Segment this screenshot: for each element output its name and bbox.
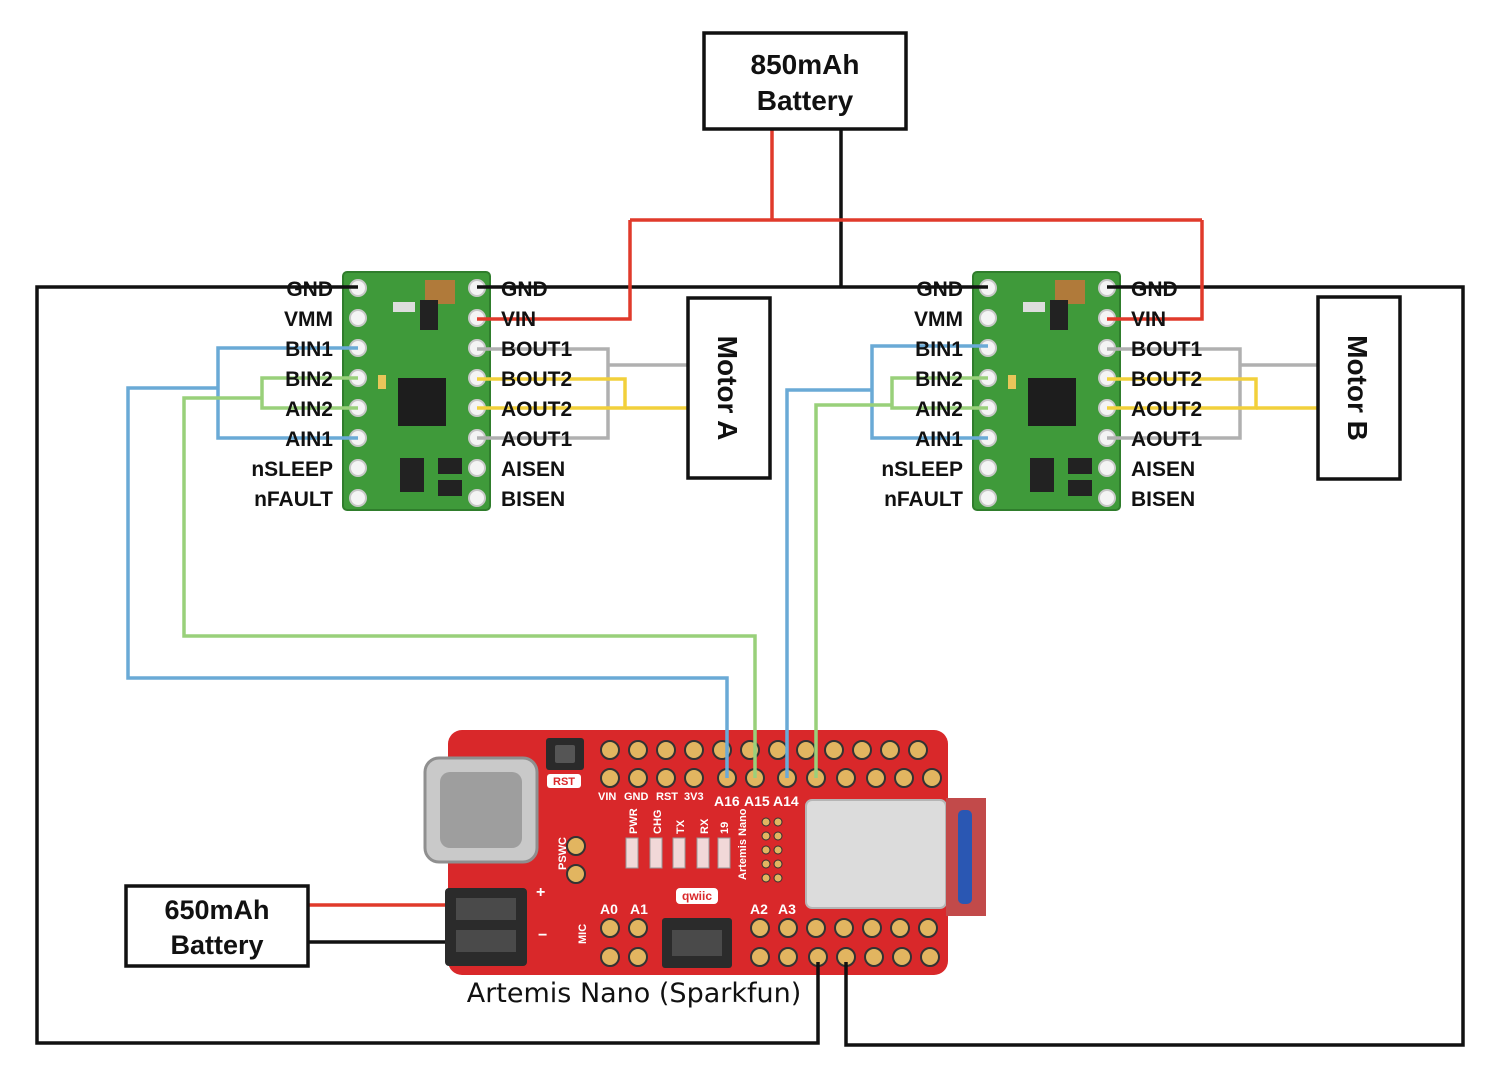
driver-b-pin-vmm: VMM <box>914 308 963 331</box>
battery-850-box: 850mAh Battery <box>702 31 908 131</box>
silk-a2: A2 <box>750 901 768 917</box>
driver-b-pin-bisen: BISEN <box>1131 488 1195 511</box>
ble-module <box>805 799 947 909</box>
driver-b-pin-aout1: AOUT1 <box>1131 428 1202 451</box>
driver-a-pin-nsleep: nSLEEP <box>251 458 333 481</box>
motor-b-label: Motor B <box>1342 335 1373 441</box>
artemis-caption: Artemis Nano (Sparkfun) <box>467 978 802 1009</box>
silk-board-name: Artemis Nano <box>737 808 749 880</box>
motor-wires-yellow <box>477 377 1318 410</box>
silk-a15: A15 <box>744 793 770 809</box>
battery-850-label: Battery <box>757 85 854 116</box>
driver-b-pin-aout2: AOUT2 <box>1131 398 1202 421</box>
rst-silk-label: RST <box>553 776 575 788</box>
driver-a-pin-aout1: AOUT1 <box>501 428 572 451</box>
driver-a-pin-vmm: VMM <box>284 308 333 331</box>
silk-3v3: 3V3 <box>684 791 704 803</box>
driver-a-pin-ain2: AIN2 <box>285 398 333 421</box>
driver-a-pin-bout1: BOUT1 <box>501 338 572 361</box>
silk-a0: A0 <box>600 901 618 917</box>
silk-a3: A3 <box>778 901 796 917</box>
signal-wires-blue <box>126 344 988 778</box>
silk-a14: A14 <box>773 793 799 809</box>
battery-850-capacity: 850mAh <box>751 49 860 80</box>
motor-driver-b <box>972 271 1121 511</box>
driver-b-pin-ain2: AIN2 <box>915 398 963 421</box>
motor-b-box: Motor B <box>1316 295 1402 481</box>
battery-650-capacity: 650mAh <box>164 895 269 925</box>
driver-a-pin-bin1: BIN1 <box>285 338 333 361</box>
driver-a-pin-aisen: AISEN <box>501 458 565 481</box>
silk-pswc: PSWC <box>557 837 569 870</box>
motor-a-box: Motor A <box>686 296 772 480</box>
power-wires <box>308 130 1204 907</box>
driver-b-pin-nfault: nFAULT <box>884 488 963 511</box>
driver-b-pin-bout2: BOUT2 <box>1131 368 1202 391</box>
svg-text:+: + <box>536 884 545 901</box>
driver-a-pin-vin: VIN <box>501 308 536 331</box>
driver-b-left-labels: GND VMM BIN1 BIN2 AIN2 AIN1 nSLEEP nFAUL… <box>881 278 963 511</box>
driver-a-pin-gnd-left: GND <box>286 278 333 301</box>
header-row-bottom-1 <box>600 918 938 938</box>
header-row-bottom-2 <box>600 947 940 967</box>
silk-vin: VIN <box>598 791 616 803</box>
driver-a-pin-bin2: BIN2 <box>285 368 333 391</box>
driver-b-right-labels: GND VIN BOUT1 BOUT2 AOUT2 AOUT1 AISEN BI… <box>1131 278 1202 511</box>
battery-650-box: 650mAh Battery <box>124 884 310 968</box>
driver-b-pin-gnd-left: GND <box>916 278 963 301</box>
silk-tx: TX <box>675 819 687 834</box>
silk-a16: A16 <box>714 793 740 809</box>
status-leds <box>625 837 731 869</box>
driver-b-pin-vin: VIN <box>1131 308 1166 331</box>
driver-b-pin-gnd-right: GND <box>1131 278 1178 301</box>
silk-rx: RX <box>699 818 711 834</box>
artemis-nano-board: RST VIN GND RST 3V3 A16 A15 A14 A0 A1 A2… <box>423 730 986 975</box>
motor-driver-a <box>342 271 491 511</box>
silk-19: 19 <box>719 822 731 834</box>
motor-wires-grey <box>477 347 1318 440</box>
battery-650-label: Battery <box>170 930 263 960</box>
driver-b-pin-aisen: AISEN <box>1131 458 1195 481</box>
driver-b-pin-bin1: BIN1 <box>915 338 963 361</box>
silk-mic: MIC <box>577 924 589 944</box>
driver-a-left-labels: GND VMM BIN1 BIN2 AIN2 AIN1 nSLEEP nFAUL… <box>251 278 333 511</box>
silk-gnd: GND <box>624 791 649 803</box>
driver-a-pin-nfault: nFAULT <box>254 488 333 511</box>
motor-a-label: Motor A <box>712 336 743 441</box>
driver-a-pin-bisen: BISEN <box>501 488 565 511</box>
svg-text:−: − <box>538 927 547 944</box>
driver-a-pin-aout2: AOUT2 <box>501 398 572 421</box>
driver-a-right-labels: GND VIN BOUT1 BOUT2 AOUT2 AOUT1 AISEN BI… <box>501 278 572 511</box>
driver-a-pin-gnd-right: GND <box>501 278 548 301</box>
driver-b-pin-ain1: AIN1 <box>915 428 963 451</box>
driver-b-pin-bin2: BIN2 <box>915 368 963 391</box>
driver-b-pin-nsleep: nSLEEP <box>881 458 963 481</box>
signal-wires-green <box>182 376 988 778</box>
silk-chg: CHG <box>652 810 664 834</box>
silk-a1: A1 <box>630 901 648 917</box>
driver-a-pin-bout2: BOUT2 <box>501 368 572 391</box>
silk-rst: RST <box>656 791 678 803</box>
silk-pwr: PWR <box>628 808 640 834</box>
driver-b-pin-bout1: BOUT1 <box>1131 338 1202 361</box>
driver-a-pin-ain1: AIN1 <box>285 428 333 451</box>
silk-qwiic: qwiic <box>682 889 712 903</box>
ground-wires <box>35 130 1465 1047</box>
